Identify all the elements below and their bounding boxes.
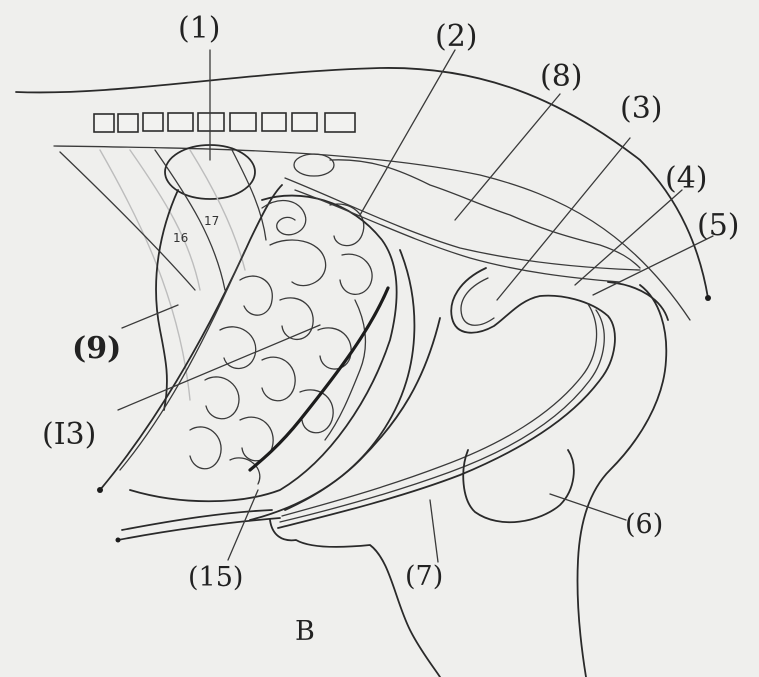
label-2: (2) (435, 19, 478, 54)
back-outline (16, 68, 708, 298)
leader-5 (593, 236, 713, 295)
leader-2 (360, 50, 455, 215)
label-16: 16 (173, 231, 188, 245)
label-17: 17 (204, 214, 219, 228)
belly-line (118, 518, 280, 540)
endpoint-dot (116, 538, 121, 543)
endpoint-dot (705, 295, 711, 301)
leader-8 (455, 94, 560, 220)
vulva-bulge (463, 450, 574, 522)
leader-7 (430, 500, 438, 562)
label-13: (I3) (42, 417, 96, 452)
flank-outline (156, 190, 178, 410)
label-4: (4) (665, 161, 708, 196)
label-9: (9) (72, 331, 121, 366)
diaphragm-line-2 (120, 250, 245, 470)
uterus-loop-inner (461, 278, 494, 325)
endpoint-dot (97, 487, 103, 493)
vaginal-canal (280, 310, 604, 522)
label-1: (1) (178, 11, 221, 46)
leader-4 (575, 190, 682, 285)
posterior-outline (577, 285, 666, 677)
label-6: (6) (625, 509, 663, 540)
tail-line (608, 282, 668, 320)
leader-9 (122, 305, 178, 328)
label-5: (5) (697, 208, 740, 243)
rib-line (190, 150, 245, 270)
leader-13 (118, 325, 320, 410)
label-3: (3) (620, 91, 663, 126)
label-15: (15) (188, 562, 243, 593)
small-oval (294, 154, 334, 176)
upper-tract-inner (295, 190, 620, 282)
diaphragm-line (100, 185, 282, 490)
viscera-curve (285, 250, 414, 510)
colon-stripe (250, 288, 388, 470)
vertebrae (94, 113, 355, 132)
leader-6 (550, 494, 626, 520)
figure-letter: B (295, 616, 315, 647)
label-8: (8) (540, 59, 583, 94)
label-7: (7) (405, 561, 443, 592)
lower-outline (270, 520, 440, 677)
rib-line (232, 150, 266, 240)
